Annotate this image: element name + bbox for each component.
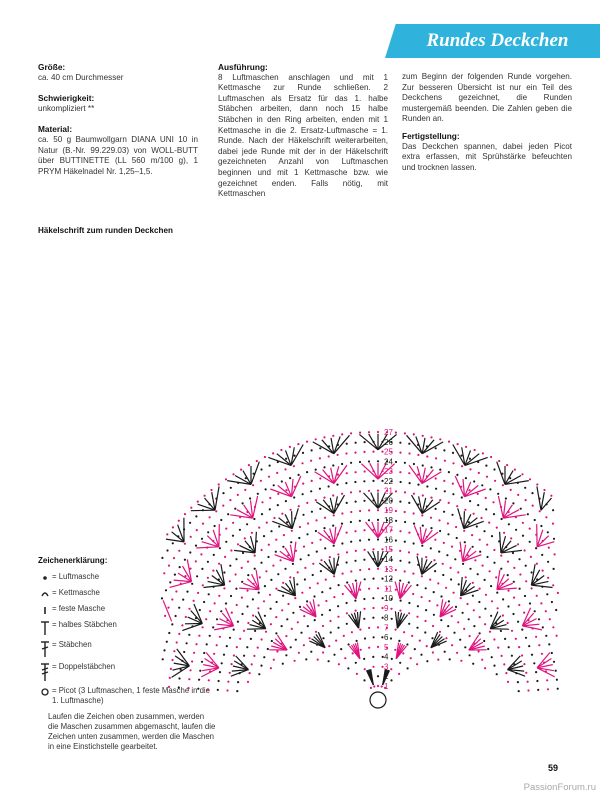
round-number: 19 [384,506,393,515]
watermark: PassionForum.ru [523,782,596,793]
round-number: 5 [384,643,389,652]
round-number: 13 [384,565,393,574]
instructions-continued-column: zum Beginn der folgenden Runde vorgehen.… [402,62,572,179]
legend-note: Laufen die Zeichen oben zusammen, werden… [48,712,216,751]
round-number: 12 [384,575,393,584]
round-number: 3 [384,663,389,672]
round-number: 27 [384,428,393,437]
round-number: 10 [384,594,393,603]
difficulty-text: unkompliziert ** [38,103,95,113]
instructions-text: 8 Luftmaschen anschlagen und mit 1 Kettm… [218,72,388,199]
round-number: 7 [384,623,389,632]
double-crochet-icon [38,640,52,658]
info-column: Größe: ca. 40 cm Durchmesser Schwierigke… [38,62,198,187]
round-number: 25 [384,448,393,457]
legend-item-slip-stitch: = Kettmasche [38,588,216,600]
finishing-heading: Fertigstellung: [402,130,460,141]
page-number: 59 [547,763,558,773]
legend-item-half-double: = halbes Stäbchen [38,620,216,636]
instructions-column: Ausführung: 8 Luftmaschen anschlagen und… [218,62,388,206]
title-banner: Rundes Deckchen [385,24,600,58]
treble-crochet-icon [38,662,52,682]
legend-item-double: = Stäbchen [38,640,216,658]
round-number: 15 [384,545,393,554]
instructions-continued-text: zum Beginn der folgenden Runde vorgehen.… [402,72,572,124]
round-number: 9 [384,604,389,613]
chain-stitch-icon [38,572,52,584]
round-number: 18 [384,516,393,525]
material-text: ca. 50 g Baumwollgarn DIANA UNI 10 in Na… [38,134,198,176]
legend-item-single-crochet: = feste Masche [38,604,216,616]
round-number: 17 [384,526,393,535]
round-number: 26 [384,438,393,447]
round-number: 20 [384,496,393,505]
size-text: ca. 40 cm Durchmesser [38,72,124,82]
round-number: 1 [384,682,389,691]
slip-stitch-icon [38,588,52,600]
legend-heading: Zeichenerklärung: [38,556,108,565]
finishing-text: Das Deckchen spannen, dabei jeden Picot … [402,141,572,172]
legend-item-picot: = Picot (3 Luftmaschen, 1 feste Masche i… [38,686,216,706]
legend-item-chain: = Luftmasche [38,572,216,584]
page-title: Rundes Deckchen [426,30,569,51]
diagram-title: Häkelschrift zum runden Deckchen [38,226,173,235]
round-number: 4 [384,653,389,662]
round-number: 11 [384,584,393,593]
instructions-heading: Ausführung: [218,62,268,72]
round-number: 8 [384,614,389,623]
legend-item-treble: = Doppelstäbchen [38,662,216,682]
half-double-crochet-icon [38,620,52,636]
round-number: 2 [384,672,389,681]
crochet-chart: 1234567891011121314151617181920212223242… [160,428,559,709]
picot-icon [38,686,52,698]
round-number: 22 [384,477,393,486]
round-number: 24 [384,457,393,466]
difficulty-heading: Schwierigkeit: [38,93,95,104]
single-crochet-icon [38,604,52,616]
round-number: 14 [384,555,393,564]
size-heading: Größe: [38,62,66,72]
legend: Zeichenerklärung: = Luftmasche = Kettmas… [38,556,216,752]
round-number: 16 [384,536,393,545]
material-heading: Material: [38,124,73,135]
round-number: 21 [384,487,393,496]
round-number: 6 [384,633,389,642]
round-number: 23 [384,467,393,476]
